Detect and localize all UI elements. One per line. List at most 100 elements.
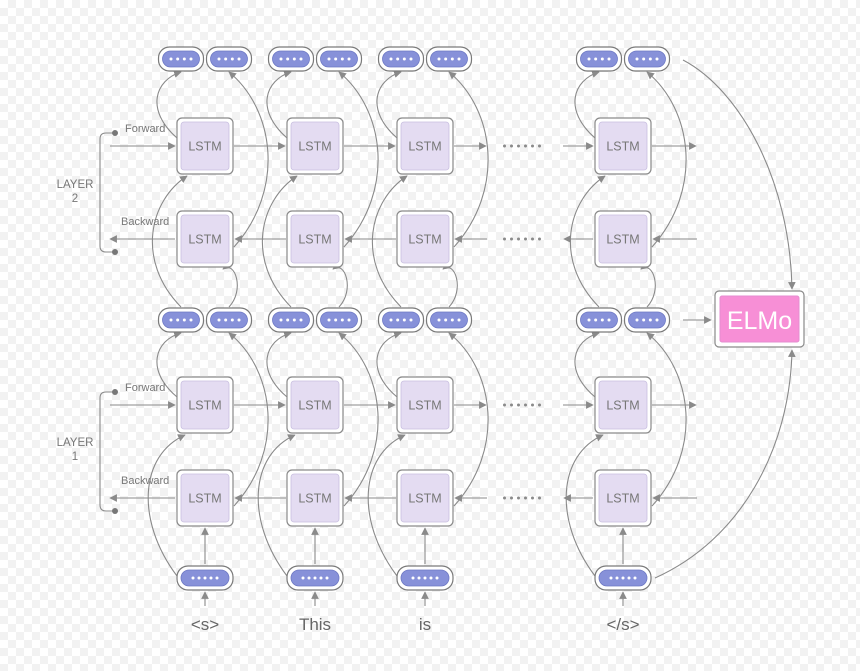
lstm-label: LSTM <box>188 399 221 413</box>
ellipsis-icon <box>503 144 541 148</box>
vector-embedding-icon <box>425 46 473 72</box>
ellipsis-icon <box>503 496 541 500</box>
lstm-label: LSTM <box>188 233 221 247</box>
vector-embedding-icon <box>286 565 344 591</box>
layer2-label-line1: LAYER <box>57 179 94 191</box>
token-label: <s> <box>191 615 219 634</box>
lstm-label: LSTM <box>188 140 221 154</box>
arrow-icon <box>266 70 292 139</box>
arrow-icon <box>565 434 604 577</box>
layer1-backward-label: Backward <box>121 475 169 487</box>
lstm-cell: LSTM <box>176 469 234 527</box>
vector-embedding-icon <box>396 565 454 591</box>
vector-embedding-icon <box>575 46 623 72</box>
lstm-label: LSTM <box>606 399 639 413</box>
lstm-cell: LSTM <box>286 469 344 527</box>
lstm-label: LSTM <box>298 140 331 154</box>
arrow-icon <box>646 71 687 248</box>
arrow-icon <box>222 261 238 308</box>
arrow-icon <box>332 261 348 308</box>
layer1-label-line2: 1 <box>72 451 78 463</box>
arrow-icon <box>371 175 408 308</box>
layer2-forward-label: Forward <box>125 123 165 135</box>
edges-group <box>99 59 796 606</box>
arrow-icon <box>574 331 600 398</box>
vector-embedding-icon <box>267 307 315 333</box>
layer-bracket <box>99 132 114 253</box>
lstm-cell: LSTM <box>396 117 454 175</box>
token-label: </s> <box>606 615 639 634</box>
side-labels-group: Forward Backward LAYER 2 Forward Backwar… <box>57 123 170 487</box>
token-labels-group: <s> This is </s> <box>191 615 640 634</box>
lstm-label: LSTM <box>188 492 221 506</box>
token-label: This <box>299 615 331 634</box>
layer2-backward-label: Backward <box>121 216 169 228</box>
lstm-cell: LSTM <box>594 210 652 268</box>
lstm-label: LSTM <box>408 233 441 247</box>
arrow-icon <box>376 70 402 139</box>
arrow-icon <box>156 70 182 139</box>
ellipsis-icon <box>503 403 541 407</box>
arrow-icon <box>442 261 458 308</box>
lstm-cell: LSTM <box>286 376 344 434</box>
arrow-icon <box>367 434 406 577</box>
lstm-label: LSTM <box>606 140 639 154</box>
layer2-label-line2: 2 <box>72 193 78 205</box>
lstm-label: LSTM <box>408 492 441 506</box>
vector-embedding-icon <box>176 565 234 591</box>
vector-embedding-icon <box>205 46 253 72</box>
arrow-icon <box>147 434 186 577</box>
nodes-group: LSTM LSTM LSTM LSTM LSTM LSTM LSTM LSTM LSTM LSTM… <box>112 46 671 591</box>
lstm-cell: LSTM <box>286 117 344 175</box>
lstm-cell: LSTM <box>396 376 454 434</box>
lstm-cell: LSTM <box>176 117 234 175</box>
arrow-icon <box>448 71 489 248</box>
token-label: is <box>419 615 431 634</box>
lstm-label: LSTM <box>606 233 639 247</box>
elmo-output-box: ELMo <box>714 290 805 348</box>
lstm-label: LSTM <box>298 399 331 413</box>
vector-embedding-icon <box>575 307 623 333</box>
arrow-icon <box>569 175 606 308</box>
arrow-icon <box>640 261 656 308</box>
arrow-icon <box>266 331 292 398</box>
elmo-label: ELMo <box>727 307 792 335</box>
lstm-label: LSTM <box>298 492 331 506</box>
arrow-icon <box>156 331 182 398</box>
vector-embedding-icon <box>267 46 315 72</box>
ellipsis-icon <box>503 237 541 241</box>
lstm-cell: LSTM <box>594 469 652 527</box>
arrow-icon <box>228 71 269 248</box>
arrow-icon <box>338 71 379 248</box>
lstm-cell: LSTM <box>176 376 234 434</box>
arrow-icon <box>261 175 298 308</box>
layer-bracket <box>99 391 114 512</box>
lstm-cell: LSTM <box>286 210 344 268</box>
vector-embedding-icon <box>157 307 205 333</box>
vector-embedding-icon <box>594 565 652 591</box>
vector-embedding-icon <box>377 46 425 72</box>
lstm-label: LSTM <box>298 233 331 247</box>
vector-embedding-icon <box>623 307 671 333</box>
arrow-icon <box>448 332 489 507</box>
arrow-icon <box>338 332 379 507</box>
bracket-dot <box>112 130 118 136</box>
lstm-label: LSTM <box>408 399 441 413</box>
vector-embedding-icon <box>205 307 253 333</box>
lstm-label: LSTM <box>606 492 639 506</box>
lstm-cell: LSTM <box>396 469 454 527</box>
lstm-cell: LSTM <box>176 210 234 268</box>
layer1-forward-label: Forward <box>125 382 165 394</box>
lstm-cell: LSTM <box>396 210 454 268</box>
vector-embedding-icon <box>315 307 363 333</box>
bracket-dot <box>112 249 118 255</box>
lstm-cell: LSTM <box>594 376 652 434</box>
vector-embedding-icon <box>157 46 205 72</box>
bracket-dot <box>112 389 118 395</box>
lstm-label: LSTM <box>408 140 441 154</box>
vector-embedding-icon <box>623 46 671 72</box>
arrow-icon <box>646 332 687 507</box>
arrow-icon <box>574 70 600 139</box>
vector-embedding-icon <box>377 307 425 333</box>
